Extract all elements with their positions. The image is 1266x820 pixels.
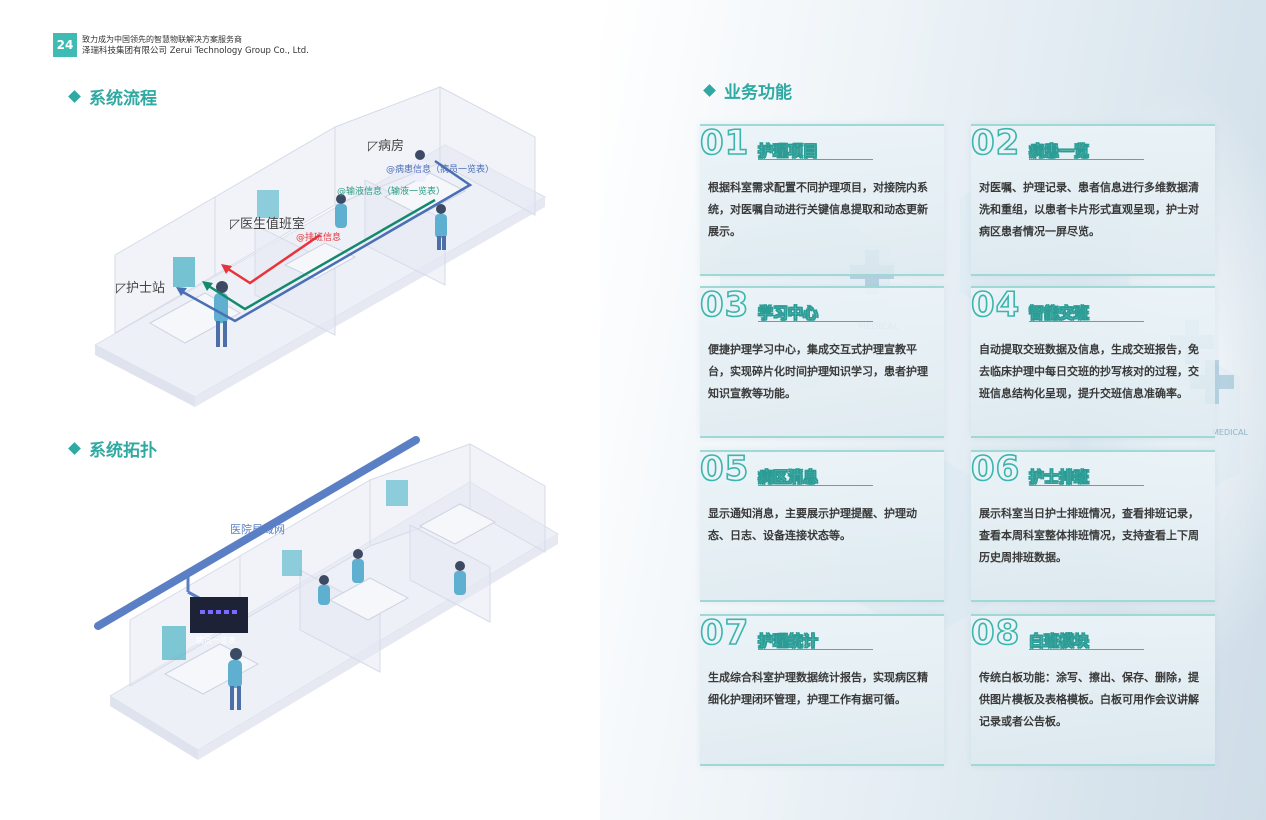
person-figure (352, 549, 364, 583)
floor-edge (95, 345, 195, 407)
wall-panel (469, 443, 546, 553)
diamond-icon (703, 84, 716, 97)
arrow-head (176, 287, 187, 296)
function-card: 06 护士排班 展示科室当日护士排班情况，查看排班记录，查看本周科室整体排班情况… (970, 449, 1215, 602)
title-underline (1029, 159, 1144, 160)
ward-screen (190, 597, 248, 633)
card-title: 护士排班 (1029, 468, 1090, 486)
card-title: 病患一览 (1029, 142, 1090, 160)
screen-tile (200, 610, 205, 614)
screen-tile (216, 610, 221, 614)
function-card: 05 病区消息 显示通知消息，主要展示护理提醒、护理动态、日志、设备连接状态等。 (699, 449, 944, 602)
card-title: 学习中心 (758, 304, 819, 322)
person-figure (435, 204, 447, 250)
doctor-room-label: ◸医生值班室 (230, 217, 306, 232)
card-description: 显示通知消息，主要展示护理提醒、护理动态、日志、设备连接状态等。 (708, 507, 917, 542)
page-number: 24 (53, 33, 77, 57)
system-topology-illustration (94, 436, 559, 760)
diamond-icon (68, 442, 81, 455)
shift-info-arrow (224, 233, 321, 285)
floor-edge (110, 696, 198, 760)
diamond-icon (68, 90, 81, 103)
screen-tile (224, 610, 229, 614)
person-figure (454, 561, 466, 595)
lan-label: 医院局域网 (230, 523, 285, 536)
slogan: 致力成为中国领先的智慧物联解决方案服务商 (82, 35, 242, 44)
function-card: 01 护理项目 根据科室需求配置不同护理项目，对接院内系统，对医嘱自动进行关键信… (699, 123, 944, 276)
card-number: 06 (970, 449, 1021, 489)
card-description: 生成综合科室护理数据统计报告，实现病区精细化护理闭环管理，护理工作有据可循。 (708, 671, 928, 706)
section-title-flow: 系统流程 (68, 84, 157, 109)
lan-bar (94, 436, 420, 630)
function-card: 02 病患一览 对医嘱、护理记录、患者信息进行多维数据清洗和重组，以患者卡片形式… (970, 123, 1215, 276)
handover-info-label: @输液信息（输液一览表） (337, 187, 446, 197)
function-card: 04 智能交班 自动提取交班数据及信息，生成交班报告，免去临床护理中每日交班的抄… (970, 285, 1215, 438)
card-description: 自动提取交班数据及信息，生成交班报告，免去临床护理中每日交班的抄写核对的过程，交… (979, 343, 1199, 400)
person-figure (414, 150, 426, 182)
screen-tile (208, 610, 213, 614)
person-figure (228, 648, 242, 710)
arrow-head (202, 281, 213, 291)
nurse-screen (173, 257, 195, 287)
shift-info-label: @排班信息 (296, 233, 342, 243)
section-title-functions: 业务功能 (703, 78, 792, 103)
function-card: 08 白班模块 传统白板功能：涂写、擦出、保存、删除，提供图片模板及表格模板。白… (970, 613, 1215, 766)
card-description: 传统白板功能：涂写、擦出、保存、删除，提供图片模板及表格模板。白板可用作会议讲解… (979, 671, 1199, 728)
card-number: 01 (699, 123, 750, 163)
function-card: 03 学习中心 便捷护理学习中心，集成交互式护理宣教平台，实现碎片化时间护理知识… (699, 285, 944, 438)
doctor-screen (282, 550, 302, 576)
handover-info-arrow (206, 198, 436, 311)
wall-panel (439, 86, 536, 216)
nurse-station-label: ◸护士站 (116, 281, 166, 296)
wall-panel (409, 524, 491, 623)
screen-tile (232, 610, 237, 614)
card-number: 07 (699, 613, 750, 653)
ward-bed (383, 172, 467, 216)
card-description: 展示科室当日护士排班情况，查看排班记录，查看本周科室整体排班情况，支持查看上下周… (979, 507, 1199, 564)
card-title: 护理统计 (758, 632, 819, 650)
card-title: 白班模块 (1029, 632, 1090, 650)
card-description: 对医嘱、护理记录、患者信息进行多维数据清洗和重组，以患者卡片形式直观呈现，护士对… (979, 181, 1199, 238)
floor-edge (195, 197, 545, 407)
title-underline (758, 485, 873, 486)
card-number: 08 (970, 613, 1021, 653)
card-title: 病区消息 (758, 468, 819, 486)
doctor-screen (257, 190, 279, 218)
arrow-head (221, 264, 232, 274)
nurse-screen (162, 626, 186, 660)
screen-caption: 病员一览表 (196, 636, 236, 645)
title-underline (1029, 485, 1144, 486)
card-description: 根据科室需求配置不同护理项目，对接院内系统，对医嘱自动进行关键信息提取和动态更新… (708, 181, 928, 238)
person-figure (335, 194, 347, 228)
patient-info-label: @病患信息（病员一览表） (386, 165, 495, 175)
title-underline (758, 321, 873, 322)
ward-screen-small (386, 480, 408, 506)
person-figure (318, 575, 330, 605)
function-card: 07 护理统计 生成综合科室护理数据统计报告，实现病区精细化护理闭环管理，护理工… (699, 613, 944, 766)
title-underline (1029, 649, 1144, 650)
ward-label: ◸病房 (368, 139, 405, 154)
card-number: 04 (970, 285, 1021, 325)
company-name: 泽瑞科技集团有限公司 Zerui Technology Group Co., L… (82, 46, 309, 56)
system-flow-illustration (93, 86, 547, 407)
medical-label: MEDICAL (1212, 428, 1248, 437)
ward-bed (418, 503, 497, 545)
card-title: 智能交班 (1029, 304, 1090, 322)
title-underline (758, 159, 873, 160)
title-underline (758, 649, 873, 650)
desk (328, 577, 410, 621)
card-title: 护理项目 (758, 142, 819, 160)
card-number: 03 (699, 285, 750, 325)
card-number: 02 (970, 123, 1021, 163)
title-underline (1029, 321, 1144, 322)
section-title-topology: 系统拓扑 (68, 436, 157, 461)
card-description: 便捷护理学习中心，集成交互式护理宣教平台，实现碎片化时间护理知识学习，患者护理知… (708, 343, 928, 400)
card-number: 05 (699, 449, 750, 489)
patient-info-arrow (180, 159, 473, 323)
